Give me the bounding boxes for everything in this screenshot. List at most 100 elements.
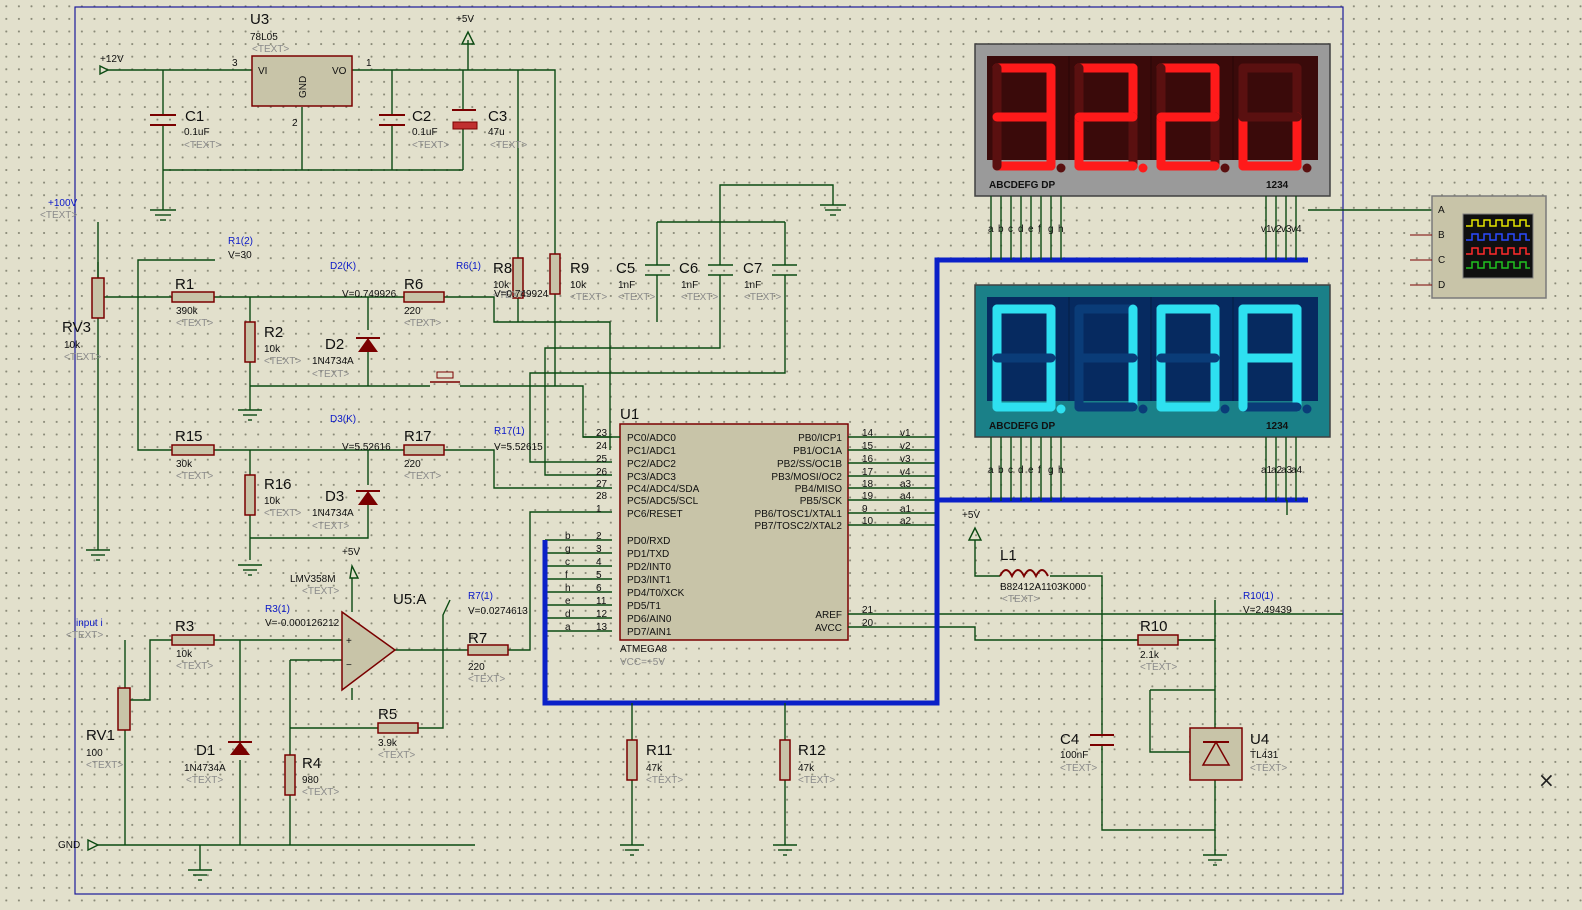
svg-text:2: 2 [292, 118, 298, 129]
component-value-10: 1nF [618, 280, 635, 291]
display-pin-g: g [1048, 465, 1054, 476]
mcu-pin-name-11: PD5/T1 [627, 601, 661, 612]
mcu-pin-num-10: 10 [862, 516, 874, 527]
svg-text:VO: VO [332, 66, 347, 77]
display-pin-d: d [1018, 465, 1024, 476]
component-ref-10: C5 [616, 260, 635, 277]
component-value-27: 47k [798, 763, 815, 774]
mcu-pin-name-9: PB6/TOSC1/XTAL1 [755, 509, 843, 520]
display-com-a4: a4 [1291, 465, 1303, 476]
display-pin-c: c [1008, 465, 1013, 476]
mcu-pin-name-5: PD3/INT1 [627, 575, 671, 586]
mcu-pin-num-14: 14 [862, 428, 874, 439]
mcu-pin-name-13: PD7/AIN1 [627, 627, 672, 638]
display-com-a3: a3 [1281, 465, 1293, 476]
component-ref-13: RV3 [62, 319, 91, 336]
svg-text:3: 3 [232, 58, 238, 69]
mcu-pin-num-25: 25 [596, 454, 608, 465]
component-text-1: <TEXT> [184, 140, 221, 151]
component-ref-12: C7 [743, 260, 762, 277]
component-text-0: <TEXT> [252, 44, 289, 55]
display-digit: A [1238, 304, 1312, 414]
mcu-pin-num-16: 16 [862, 454, 874, 465]
mcu-pin-name-1: PC6/RESET [627, 509, 683, 520]
mcu-pin-name-28: PC5/ADC5/SCL [627, 496, 699, 507]
display-panel [987, 297, 1318, 401]
regulator-u3[interactable] [251, 55, 353, 107]
component-ref-14: R15 [175, 428, 203, 445]
mcu-pin-num-19: 19 [862, 491, 874, 502]
scope-channel-D: D [1438, 280, 1445, 291]
probe-name-5: R3(1) [265, 604, 290, 615]
component-value-26: 47k [646, 763, 663, 774]
mcu-net-16: v3 [900, 454, 911, 465]
component-text-20: <TEXT> [176, 661, 213, 672]
display-com-a2: a2 [1271, 465, 1283, 476]
component-value-1: 0.1uF [184, 127, 210, 138]
component-value-7: 220 [404, 306, 421, 317]
display-digit: 2 [1156, 63, 1230, 173]
component-ref-19: U5:A [393, 591, 426, 608]
label-input-text: <TEXT> [66, 630, 103, 641]
component-ref-16: D3 [325, 488, 344, 505]
component-value-15: 10k [264, 496, 281, 507]
component-text-7: <TEXT> [404, 318, 441, 329]
mcu-net-18: a3 [900, 479, 912, 490]
display-com-label: 1234 [1266, 180, 1289, 191]
pulldown-resistors [620, 703, 797, 856]
probe-name-2: R6(1) [456, 261, 481, 272]
close-button[interactable]: × [1538, 768, 1555, 792]
display-pin-f: f [1038, 465, 1041, 476]
component-value-14: 30k [176, 459, 193, 470]
mcu-pin-num-6: 6 [596, 583, 602, 594]
mcu-pin-num-21: 21 [862, 605, 874, 616]
probe-name-1: D2(K) [330, 261, 356, 272]
component-text-15: <TEXT> [264, 508, 301, 519]
segment-dp [1302, 404, 1312, 414]
display-pin-h: h [1058, 224, 1064, 235]
component-text-10: <TEXT> [618, 292, 655, 303]
mcu-net-14: v1 [900, 428, 911, 439]
label-5v-ref: +5V [962, 510, 980, 521]
component-ref-31: U4 [1250, 731, 1269, 748]
probe-name-7: R10(1) [1243, 591, 1274, 602]
component-text-26: <TEXT> [646, 775, 683, 786]
current-sense-block: +− [87, 511, 612, 881]
probe-name-0: R1(2) [228, 236, 253, 247]
mcu-u1[interactable] [545, 423, 1343, 641]
display-com-v3: v3 [1281, 224, 1292, 235]
component-value-17: 220 [404, 459, 421, 470]
probe-value-2: V=0.749924 [494, 289, 549, 300]
component-value-12: 1nF [744, 280, 761, 291]
probe-value-0: V=30 [228, 250, 252, 261]
display-pin-g: g [1048, 224, 1054, 235]
segment-dp [1302, 163, 1312, 173]
component-text-8: <TEXT> [493, 290, 530, 301]
display-pin-h: h [1058, 465, 1064, 476]
component-ref-27: R12 [798, 742, 826, 759]
filter-caps-block [529, 184, 846, 476]
labels-layer: U378L05<TEXT>C10.1uF<TEXT>C20.1uF<TEXT>C… [40, 11, 1445, 851]
mcu-pin-num-5: 5 [596, 570, 602, 581]
oscilloscope[interactable] [1308, 195, 1547, 299]
component-value-21: 220 [468, 662, 485, 673]
component-text-2: <TEXT> [412, 140, 449, 151]
probe-value-7: V=2.49439 [1243, 605, 1292, 616]
display-digit: 0 [992, 304, 1066, 414]
component-ref-17: R17 [404, 428, 432, 445]
svg-text:1: 1 [366, 58, 372, 69]
component-value-25: 100 [86, 748, 103, 759]
mcu-pin-num-26: 26 [596, 467, 608, 478]
component-text-28: <TEXT> [1002, 594, 1039, 605]
mcu-net-11: e [565, 596, 571, 607]
mcu-pin-name-24: PC1/ADC1 [627, 446, 676, 457]
mcu-pin-name-6: PD4/T0/XCK [627, 588, 685, 599]
component-value-16: 1N4734A [312, 508, 354, 519]
mcu-pin-num-23: 23 [596, 428, 608, 439]
component-ref-0: U3 [250, 11, 269, 28]
component-ref-18: U1 [620, 406, 639, 423]
component-ref-15: R16 [264, 476, 292, 493]
component-ref-29: R10 [1140, 618, 1168, 635]
